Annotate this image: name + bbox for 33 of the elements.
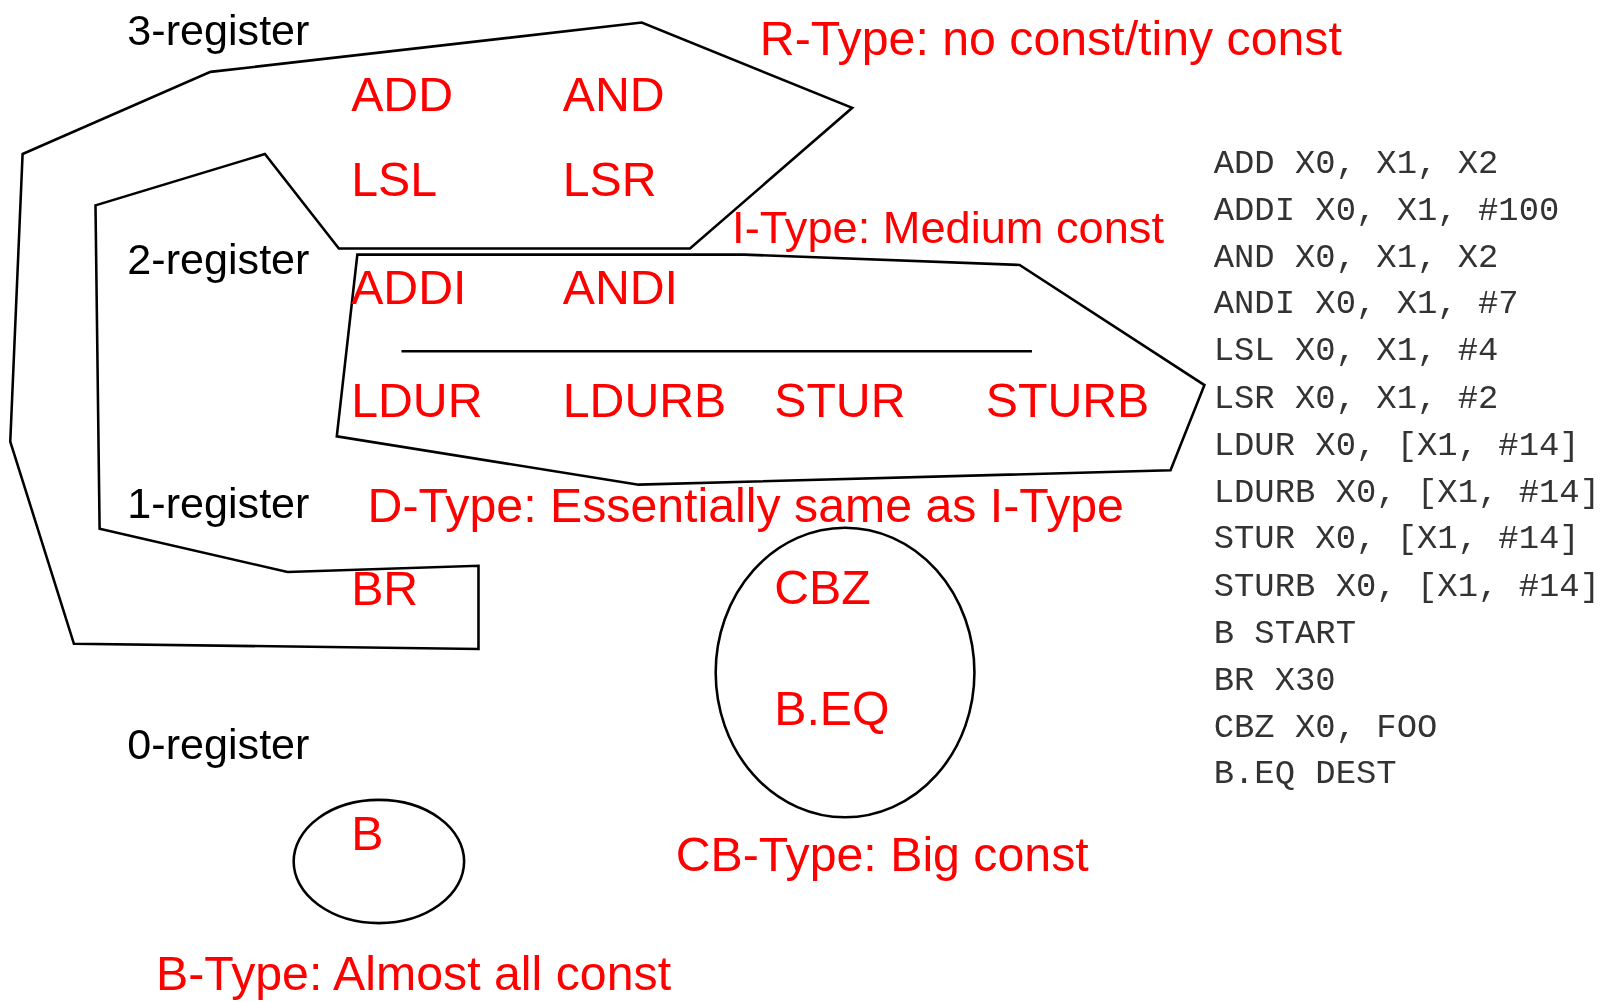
code-line: STUR X0, [X1, #14] xyxy=(1213,523,1580,557)
instruction-label: STURB xyxy=(985,375,1150,425)
register-count-label: 2-register xyxy=(127,238,310,282)
instruction-label: ADD xyxy=(351,69,454,119)
instruction-label: ANDI xyxy=(562,262,678,312)
group-heading: R-Type: no const/tiny const xyxy=(759,14,1342,63)
code-line: CBZ X0, FOO xyxy=(1213,711,1438,746)
group-heading: I-Type: Medium const xyxy=(732,205,1164,251)
instruction-label: LSR xyxy=(562,155,657,204)
instruction-label: AND xyxy=(562,69,665,119)
instruction-label: CBZ xyxy=(774,562,871,611)
instruction-label: B.EQ xyxy=(774,683,890,733)
instruction-label: BR xyxy=(351,563,419,612)
code-line: B START xyxy=(1213,617,1356,651)
code-line: ADD X0, X1, X2 xyxy=(1213,146,1499,181)
instruction-label: LDURB xyxy=(562,375,727,425)
code-line: ANDI X0, X1, #7 xyxy=(1213,287,1519,322)
instruction-label: B xyxy=(351,809,384,858)
code-line: LSL X0, X1, #4 xyxy=(1213,334,1499,369)
code-line: AND X0, X1, X2 xyxy=(1213,240,1499,275)
register-count-label: 0-register xyxy=(127,722,310,766)
code-line: LSR X0, X1, #2 xyxy=(1213,381,1499,416)
instruction-label: LSL xyxy=(351,155,438,204)
code-line: ADDI X0, X1, #100 xyxy=(1213,193,1560,228)
register-count-label: 1-register xyxy=(127,481,310,525)
code-line: STURB X0, [X1, #14] xyxy=(1213,570,1601,604)
code-line: LDUR X0, [X1, #14] xyxy=(1213,429,1580,463)
instruction-label: LDUR xyxy=(351,375,483,425)
instruction-label: STUR xyxy=(774,375,906,425)
code-line: BR X30 xyxy=(1213,664,1336,698)
code-line: B.EQ DEST xyxy=(1213,758,1397,793)
code-line: LDURB X0, [X1, #14] xyxy=(1213,476,1601,510)
register-count-label: 3-register xyxy=(127,9,310,53)
